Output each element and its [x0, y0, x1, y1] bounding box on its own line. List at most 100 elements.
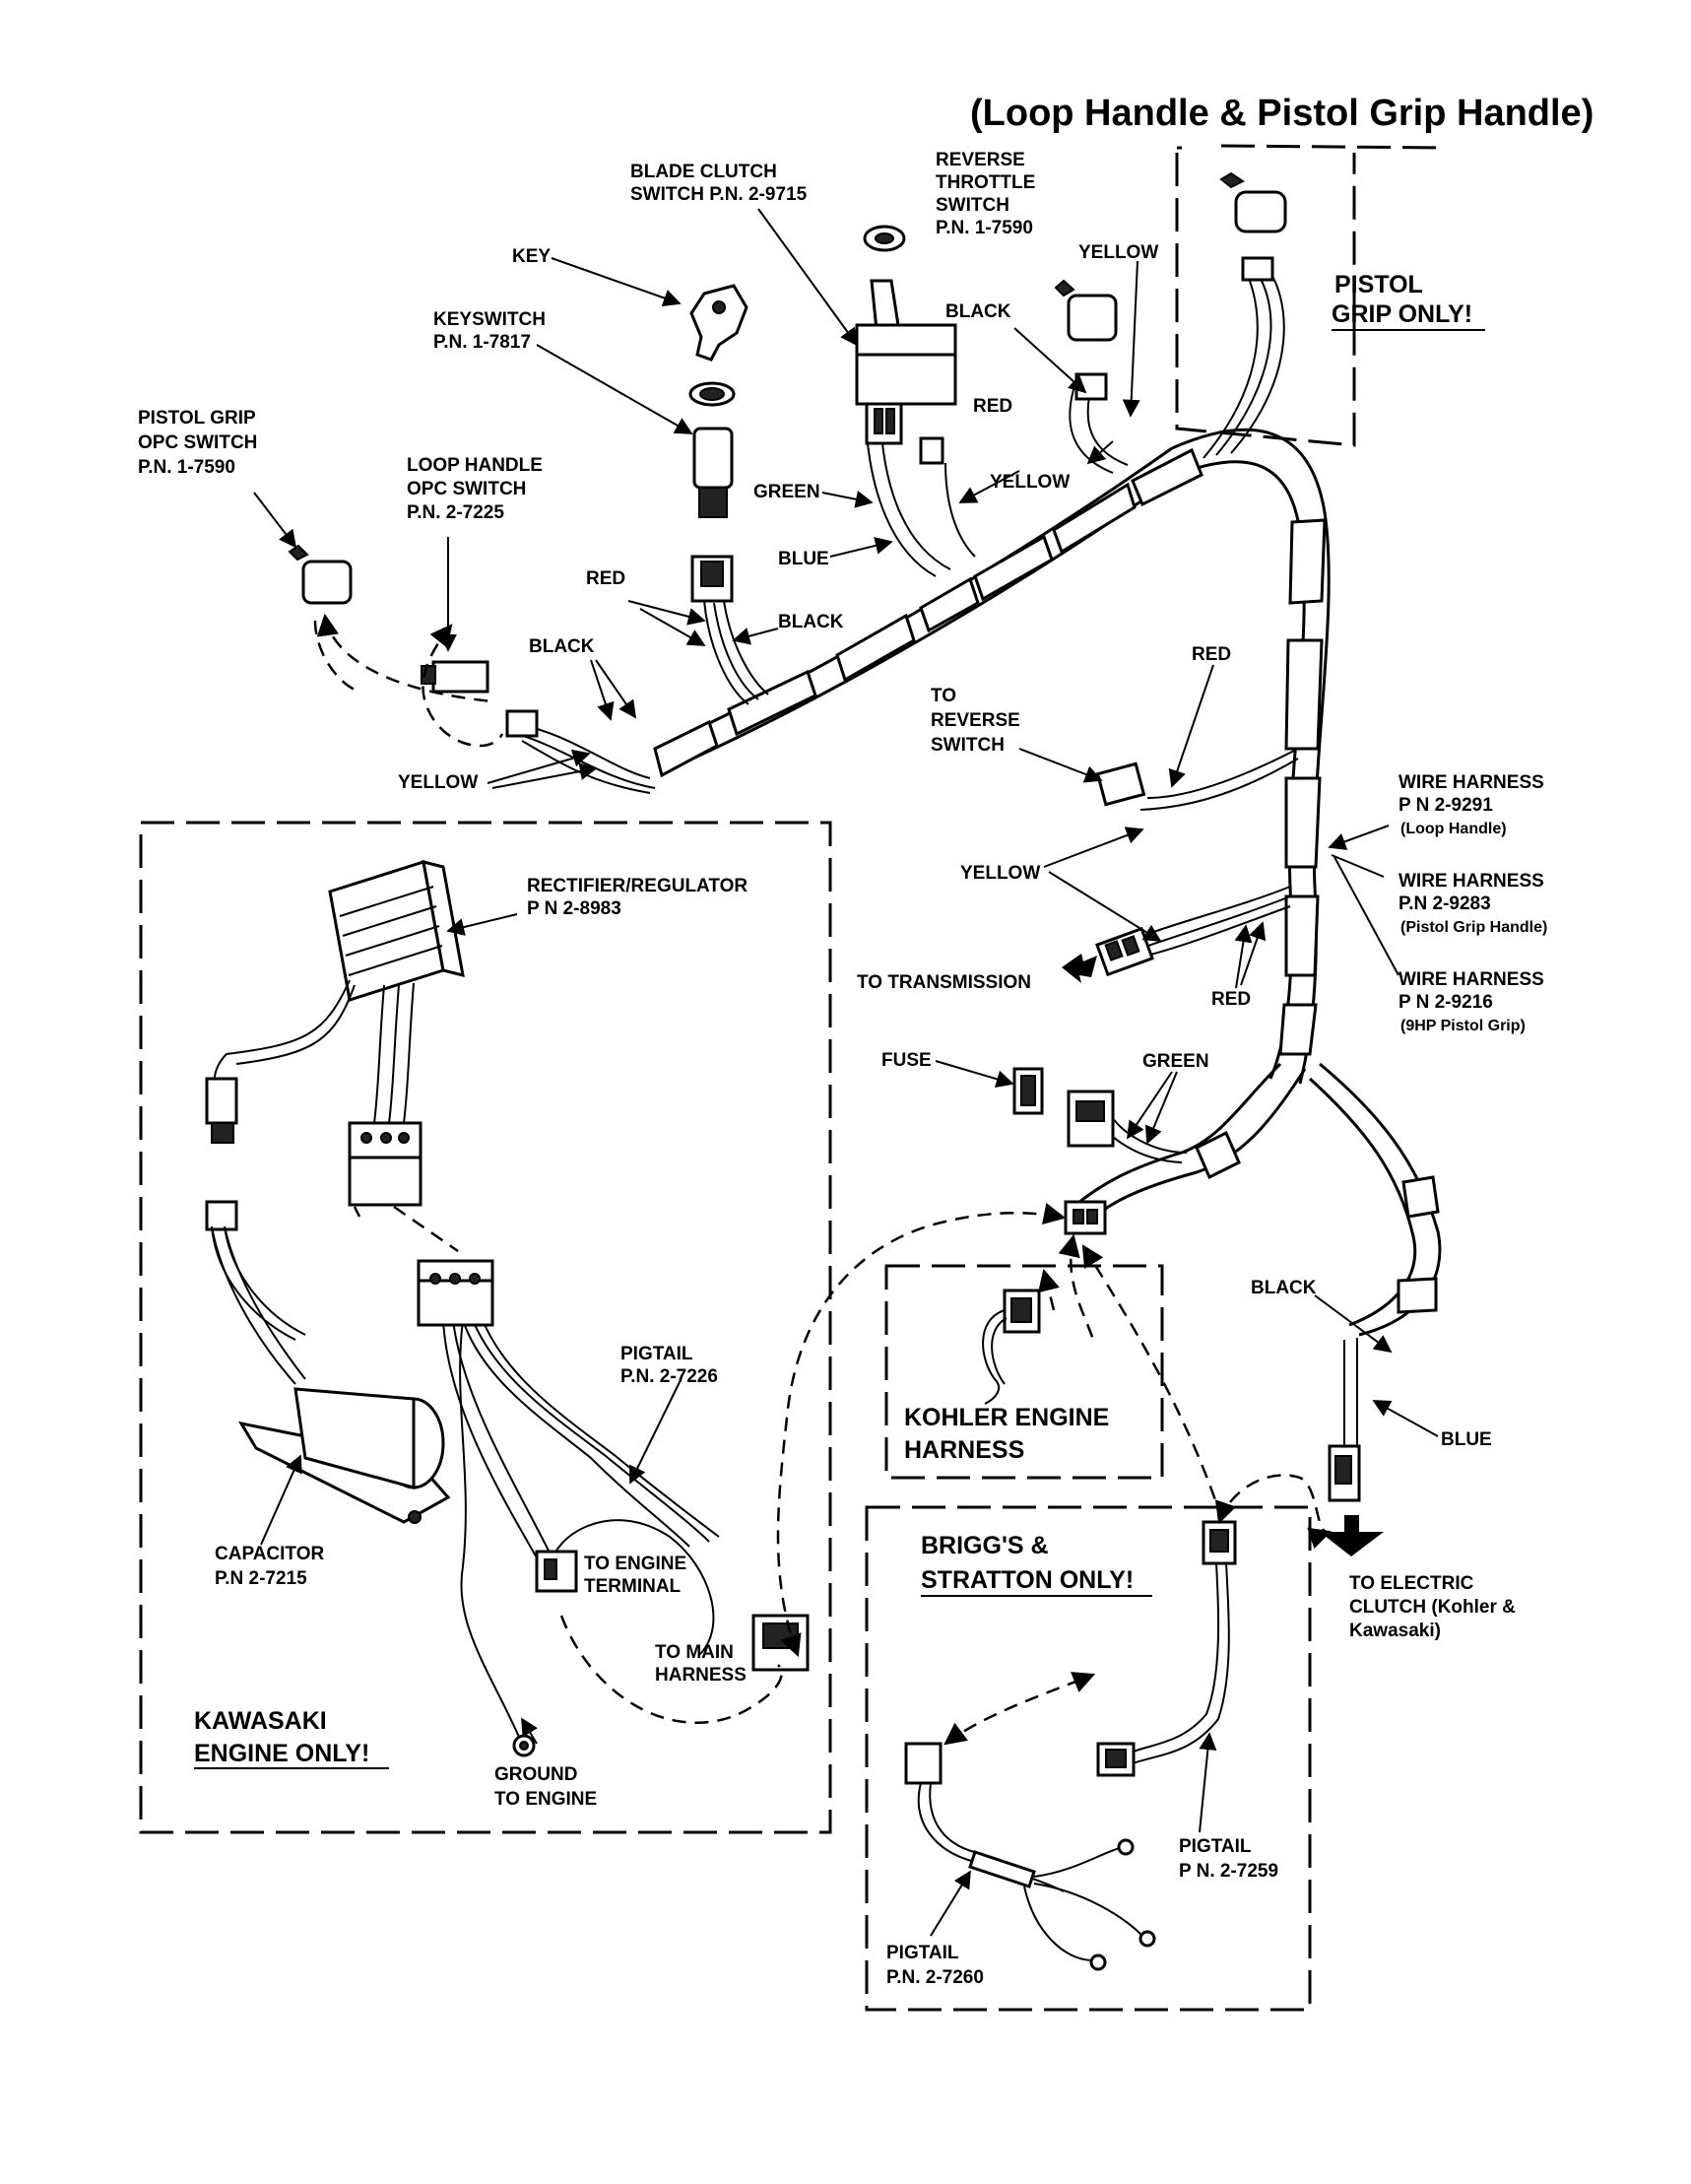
capacitor-lead [211, 1225, 306, 1385]
to-transmission-label: TO TRANSMISSION [857, 972, 1031, 993]
electric-clutch-connector [1320, 1338, 1384, 1556]
yellow-right-label: YELLOW [960, 863, 1040, 884]
reverse-switch-connector [1095, 761, 1146, 807]
fuse-icon [1012, 1067, 1115, 1148]
black-left-label: BLACK [529, 636, 595, 657]
blade-clutch-label-2: SWITCH P.N. 2-9715 [630, 184, 808, 205]
kawasaki-only-label-1: KAWASAKI [194, 1707, 327, 1735]
to-main-harness-label-1: TO MAIN [655, 1642, 734, 1663]
wire-harness-9hp-label-1: WIRE HARNESS [1398, 969, 1544, 990]
engine-connector [1064, 1200, 1107, 1235]
pistol-grip-only-box [1175, 144, 1449, 447]
wire-harness-loop-label-2: P N 2-9291 [1398, 795, 1493, 816]
pigtail-7259-label-1: PIGTAIL [1179, 1836, 1252, 1857]
to-reverse-switch-label-1: TO [931, 686, 956, 706]
briggs-pigtail-7259 [1096, 1520, 1237, 1777]
labels: BLADE CLUTCH SWITCH P.N. 2-9715 REVERSE … [138, 150, 1547, 1988]
red-left-label: RED [586, 568, 625, 589]
keyswitch-label-2: P.N. 1-7817 [433, 332, 531, 353]
blue-mid-label: BLUE [778, 549, 829, 569]
pistol-grip-opc-label-1: PISTOL GRIP [138, 408, 256, 429]
blade-clutch-label-1: BLADE CLUTCH [630, 162, 777, 182]
red-lower-label: RED [1211, 989, 1251, 1010]
blade-clutch-switch-icon [855, 225, 957, 465]
wire-harness-loop-label-1: WIRE HARNESS [1398, 772, 1544, 793]
electric-clutch-label-3: Kawasaki) [1349, 1621, 1441, 1641]
capacitor-label-1: CAPACITOR [215, 1544, 324, 1564]
pistol-grip-switch-icon [1219, 171, 1287, 282]
to-main-harness-label-2: HARNESS [655, 1665, 747, 1686]
keyswitch-label-1: KEYSWITCH [433, 309, 546, 330]
to-engine-terminal-connector [535, 1550, 578, 1593]
green-right-label: GREEN [1142, 1051, 1209, 1072]
wire-harness-pistol-label-3: (Pistol Grip Handle) [1400, 919, 1547, 936]
electric-clutch-label-1: TO ELECTRIC [1349, 1573, 1474, 1594]
red-top-label: RED [973, 396, 1012, 417]
to-reverse-switch-label-2: REVERSE [931, 710, 1020, 731]
pistol-grip-opc-label-2: OPC SWITCH [138, 432, 257, 453]
yellow-left-label: YELLOW [398, 772, 478, 793]
electric-clutch-label-2: CLUTCH (Kohler & [1349, 1597, 1516, 1618]
briggs-label-1: BRIGG'S & [921, 1532, 1049, 1559]
to-engine-terminal-label-1: TO ENGINE [584, 1554, 686, 1574]
green-top-label: GREEN [753, 482, 820, 502]
loop-handle-opc-switch-icon [421, 660, 539, 738]
wire-harness-loop-label-3: (Loop Handle) [1400, 821, 1507, 837]
arrow-icon [1062, 954, 1097, 983]
top-component-wires [516, 265, 1299, 1163]
pistol-grip-only-label-1: PISTOL [1334, 271, 1423, 298]
loop-handle-opc-label-3: P.N. 2-7225 [407, 502, 504, 523]
capacitor-icon [205, 1200, 451, 1524]
red-right-label: RED [1192, 644, 1231, 665]
yellow-mid-label: YELLOW [990, 472, 1070, 493]
key-label: KEY [512, 246, 551, 267]
pigtail-7226-label-1: PIGTAIL [620, 1344, 693, 1364]
transmission-connector [1062, 926, 1154, 983]
pistol-grip-opc-switch-icon [288, 544, 353, 605]
rectifier-label-1: RECTIFIER/REGULATOR [527, 876, 748, 896]
black-left-center-label: BLACK [778, 612, 844, 632]
ground-terminal [512, 1734, 536, 1757]
briggs-pigtail-7260 [904, 1742, 1156, 1971]
callout-arrows [253, 208, 1439, 1937]
blue-right-label: BLUE [1441, 1429, 1492, 1450]
black-top-label: BLACK [945, 301, 1011, 322]
reverse-throttle-label-1: REVERSE [936, 150, 1025, 170]
to-reverse-switch-label-3: SWITCH [931, 735, 1005, 756]
wire-harness-9hp-label-2: P N 2-9216 [1398, 992, 1493, 1013]
kohler-label-2: HARNESS [904, 1436, 1024, 1464]
reverse-throttle-label-2: THROTTLE [936, 172, 1035, 193]
briggs-stratton-box [865, 1505, 1312, 2012]
down-arrow-icon [1320, 1515, 1384, 1556]
yellow-top-label: YELLOW [1078, 242, 1158, 263]
wire-harness-9hp-label-3: (9HP Pistol Grip) [1400, 1018, 1526, 1034]
rectifier-regulator-icon [328, 859, 465, 1207]
kawasaki-only-label-2: ENGINE ONLY! [194, 1740, 369, 1767]
pistol-grip-only-label-2: GRIP ONLY! [1332, 300, 1472, 328]
rectifier-plug [205, 1077, 238, 1144]
black-right-label: BLACK [1251, 1278, 1317, 1298]
loop-handle-opc-label-1: LOOP HANDLE [407, 455, 543, 476]
reverse-throttle-label-4: P.N. 1-7590 [936, 218, 1033, 238]
fuse-label: FUSE [881, 1050, 932, 1071]
kawasaki-loop-dashed [559, 1615, 783, 1725]
connection-paths [313, 613, 1333, 1746]
pigtail-7260-label-2: P.N. 2-7260 [886, 1967, 984, 1988]
kohler-label-1: KOHLER ENGINE [904, 1404, 1109, 1431]
ground-label-2: TO ENGINE [494, 1789, 597, 1810]
pistol-grip-opc-label-3: P.N. 1-7590 [138, 457, 235, 478]
pigtail-7259-label-2: P N. 2-7259 [1179, 1861, 1278, 1882]
pigtail-7260-label-1: PIGTAIL [886, 1943, 959, 1963]
pigtail-7226-label-2: P.N. 2-7226 [620, 1366, 718, 1387]
to-engine-terminal-label-2: TERMINAL [584, 1576, 682, 1597]
wire-harness-pistol-label-1: WIRE HARNESS [1398, 871, 1544, 892]
loop-handle-opc-label-2: OPC SWITCH [407, 479, 526, 499]
kawasaki-wires [211, 979, 720, 1745]
briggs-label-2: STRATTON ONLY! [921, 1566, 1134, 1594]
pigtail-7226-connector [417, 1259, 494, 1327]
ground-label-1: GROUND [494, 1764, 577, 1785]
wire-harness-pistol-label-2: P.N 2-9283 [1398, 893, 1491, 914]
rectifier-label-2: P N 2-8983 [527, 898, 621, 919]
capacitor-label-2: P.N 2-7215 [215, 1568, 307, 1589]
